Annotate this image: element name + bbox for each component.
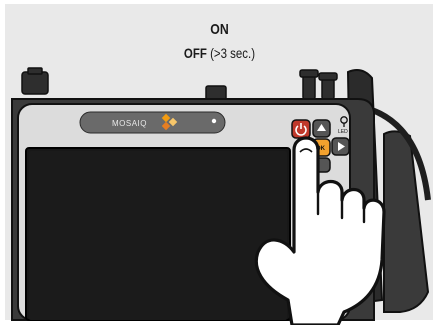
led-label: LED bbox=[338, 129, 348, 135]
off-instruction: OFF (>3 sec.) bbox=[40, 43, 400, 63]
off-detail: (>3 sec.) bbox=[210, 45, 255, 61]
brand-label: MOSAIQ bbox=[112, 119, 147, 128]
instruction-caption: ON OFF (>3 sec.) bbox=[0, 20, 439, 63]
off-label: OFF bbox=[184, 45, 207, 61]
enter-key-label: OK bbox=[316, 146, 326, 152]
on-label: ON bbox=[40, 20, 400, 40]
brand-strip bbox=[80, 112, 225, 133]
top-connectors bbox=[22, 68, 337, 100]
